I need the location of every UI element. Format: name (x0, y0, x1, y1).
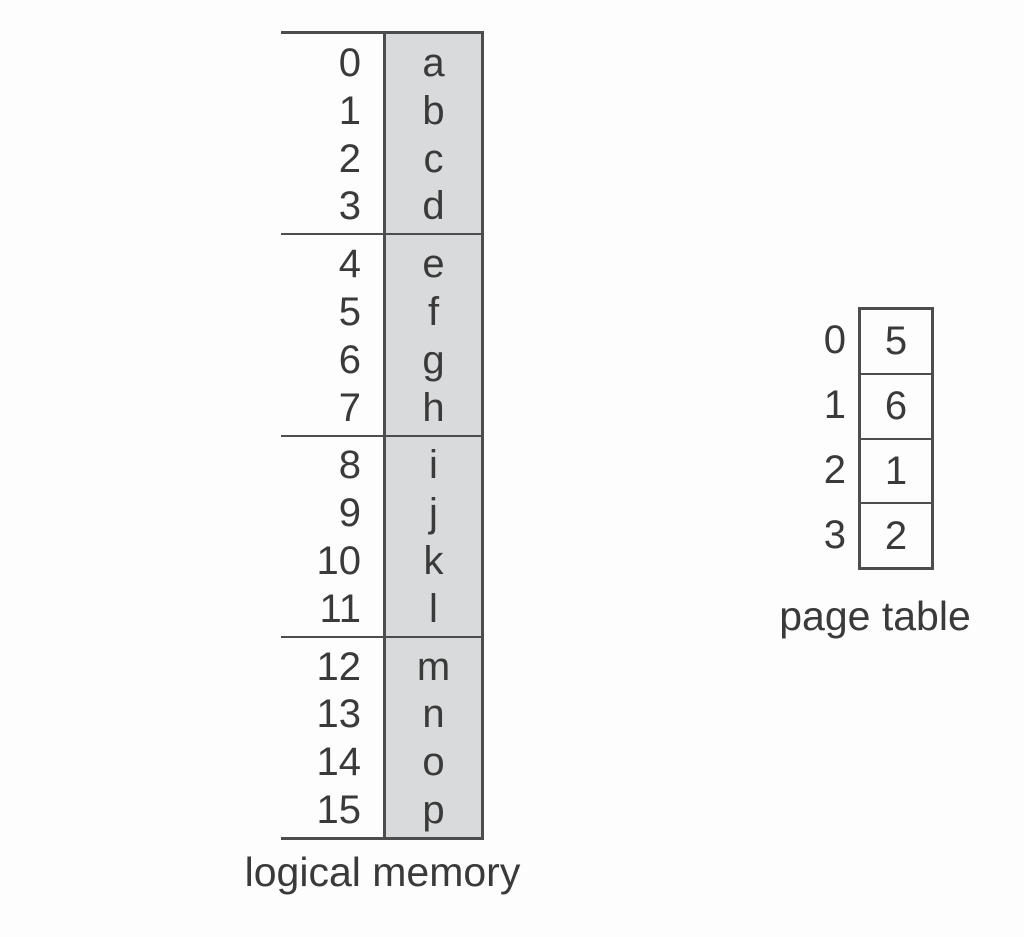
memory-content-cell: d (422, 184, 445, 229)
memory-address-cell: 0 (338, 40, 361, 85)
memory-address-cell: 10 (316, 539, 362, 584)
memory-content-cell: f (427, 289, 440, 334)
page-table-index: 0 (823, 317, 846, 362)
memory-content-cell: h (422, 385, 445, 430)
logical-memory-table: 0 1 2 3 a b c d 4 5 6 7 e f g (281, 31, 484, 840)
memory-address-cell: 7 (338, 385, 361, 430)
page-table-frame-cell: 2 (861, 502, 931, 567)
memory-page-group-0: 0 1 2 3 a b c d (281, 34, 484, 234)
page-table-frame-cell: 6 (861, 372, 931, 438)
logical-memory-label: logical memory (244, 849, 521, 895)
memory-address-cell: 1 (338, 88, 361, 133)
memory-address-cell: 8 (338, 443, 361, 488)
memory-content-cell: p (422, 788, 445, 833)
memory-content-cell: m (416, 644, 451, 689)
memory-address-cell: 11 (319, 586, 361, 631)
memory-content-cell: k (423, 539, 444, 584)
memory-content-cell: i (429, 443, 438, 488)
memory-content-cell: o (422, 740, 445, 785)
memory-address-cell: 12 (316, 644, 362, 689)
memory-address-cell: 14 (316, 740, 362, 785)
memory-address-cell: 13 (316, 692, 362, 737)
memory-address-cell: 3 (338, 184, 361, 229)
page-table-frame-cell: 1 (861, 437, 931, 503)
page-table-frame-cell: 5 (884, 319, 908, 364)
page-table: 0 1 2 3 5 6 1 2 (806, 307, 934, 570)
memory-address-cell: 6 (338, 337, 361, 382)
memory-content-cell: n (422, 692, 445, 737)
memory-address-cell: 2 (338, 136, 361, 181)
address-column: 4 5 6 7 (281, 235, 383, 434)
page-table-label: page table (779, 593, 971, 639)
memory-address-cell: 9 (338, 491, 361, 536)
content-column: e f g h (383, 235, 484, 435)
address-column: 12 13 14 15 (281, 638, 383, 837)
memory-page-group-3: 12 13 14 15 m n o p (281, 635, 484, 837)
content-column: i j k l (383, 436, 484, 636)
memory-address-cell: 5 (338, 289, 361, 334)
memory-page-group-1: 4 5 6 7 e f g h (281, 233, 484, 435)
memory-address-cell: 15 (316, 788, 362, 833)
memory-content-cell: g (422, 337, 445, 382)
memory-content-cell: a (422, 40, 445, 85)
memory-content-cell: j (429, 491, 438, 536)
content-column: a b c d (383, 34, 484, 234)
memory-content-cell: c (423, 136, 444, 181)
memory-address-cell: 4 (338, 242, 361, 287)
memory-content-cell: l (429, 586, 438, 631)
memory-content-cell: b (422, 88, 445, 133)
page-table-box: 5 6 1 2 (858, 307, 934, 570)
address-column: 8 9 10 11 (281, 437, 383, 636)
content-column: m n o p (383, 637, 484, 837)
page-table-index-column: 0 1 2 3 (806, 307, 846, 567)
page-table-index: 1 (823, 382, 846, 427)
memory-content-cell: e (422, 242, 445, 287)
memory-page-group-2: 8 9 10 11 i j k l (281, 434, 484, 636)
address-column: 0 1 2 3 (281, 34, 383, 233)
page-table-index: 2 (823, 447, 846, 492)
page-table-index: 3 (823, 512, 846, 557)
